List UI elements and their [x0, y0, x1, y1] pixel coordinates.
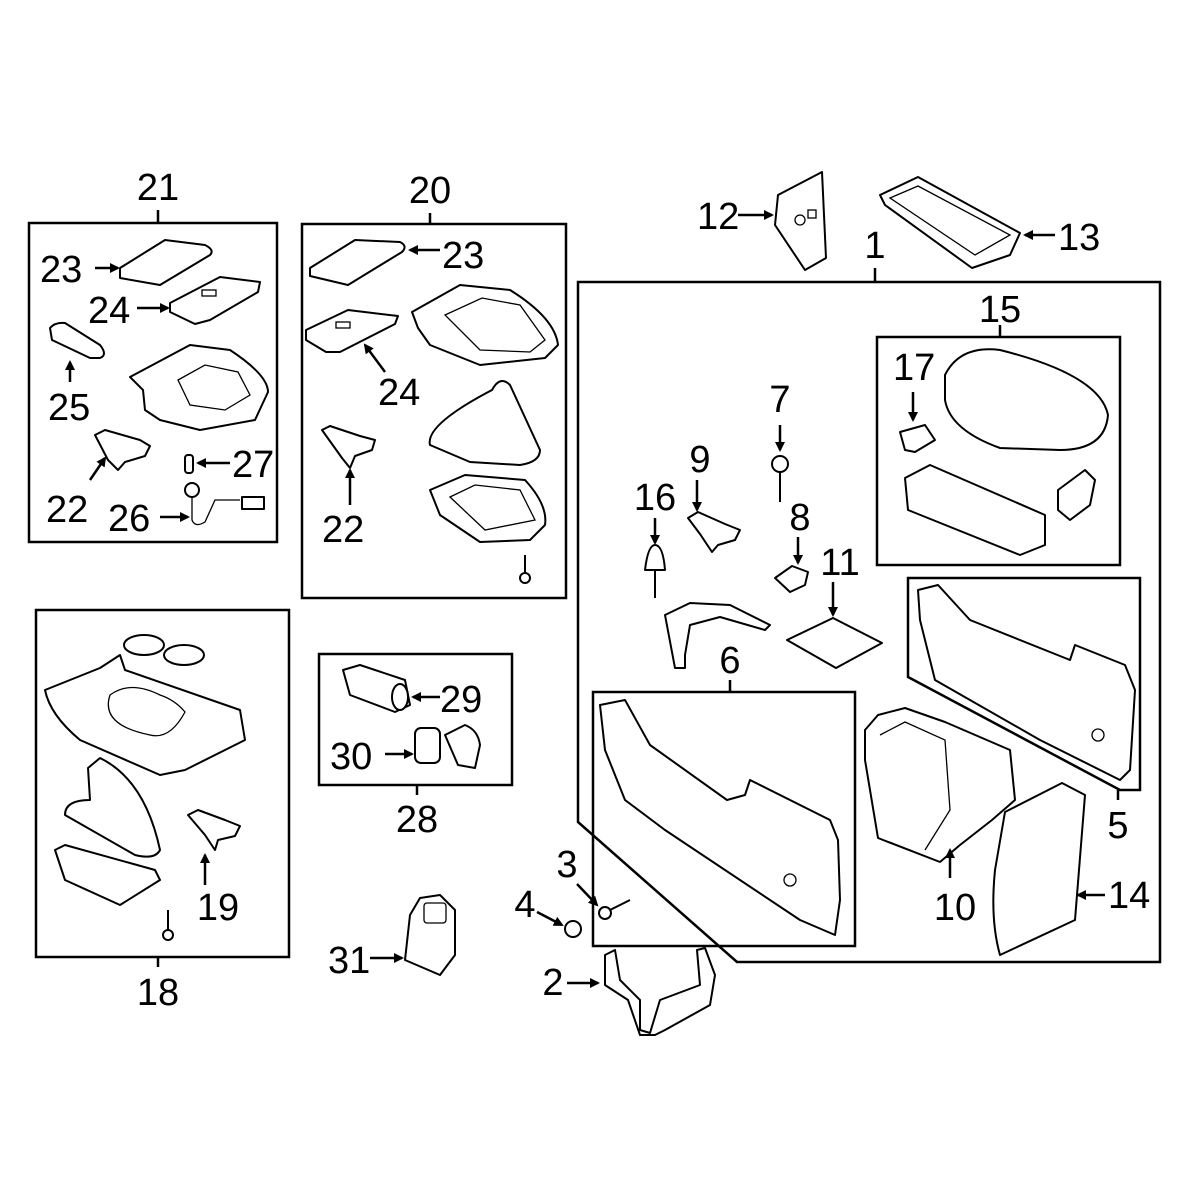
callout-26: 26	[108, 498, 150, 540]
group-1-box	[576, 280, 1162, 964]
part-13-tray	[879, 176, 1021, 269]
part-3-screw	[598, 906, 612, 920]
part-12-bracket	[774, 171, 827, 271]
part-hinge-bracket	[1057, 469, 1096, 521]
part-shift-boot	[428, 380, 541, 466]
callout-18: 18	[137, 972, 179, 1014]
callout-3: 3	[556, 844, 577, 886]
callout-29: 29	[440, 679, 482, 721]
callout-7: 7	[769, 379, 790, 421]
callout-11: 11	[820, 542, 859, 584]
part-22-clip	[94, 429, 151, 471]
group-21: 21 23 24 25 22 27 26	[27, 167, 279, 544]
group-20-box	[300, 222, 568, 600]
callout-22: 22	[46, 489, 88, 531]
callout-6: 6	[719, 640, 740, 682]
part-6-side-panel	[599, 699, 841, 936]
part-14-rear-panel	[992, 782, 1086, 956]
group-28-box	[317, 652, 514, 787]
part-25-trim	[49, 321, 105, 359]
callout-9: 9	[689, 439, 710, 481]
part-23-lid	[119, 239, 213, 286]
part-8-nut	[774, 565, 809, 593]
part-26-socket	[184, 482, 200, 498]
group-20: 20 23 24 22	[300, 170, 568, 600]
part-24-bezel	[169, 276, 261, 325]
group-28: 28 29 30	[317, 652, 514, 841]
part-19-clip	[187, 809, 241, 851]
callout-23b: 23	[442, 235, 484, 277]
part-22-clip-b	[321, 425, 376, 469]
callout-4: 4	[514, 884, 535, 926]
callout-21: 21	[137, 167, 179, 209]
callout-16: 16	[634, 477, 676, 519]
group-1: 1 15 17 7 9 16 8 11	[576, 225, 1162, 964]
callout-24b: 24	[378, 372, 420, 414]
callout-12: 12	[697, 196, 739, 238]
part-lower-trim	[54, 844, 161, 906]
part-23-lid-b	[309, 239, 406, 286]
cup-ring-1	[123, 634, 165, 656]
group-6-box	[591, 690, 857, 948]
part-26-connector	[241, 496, 265, 510]
part-24-bezel-b	[305, 309, 399, 353]
callout-14: 14	[1108, 875, 1150, 917]
callout-20: 20	[409, 170, 451, 212]
group-18: 18 19	[34, 608, 291, 1014]
part-console-bracket	[664, 602, 771, 669]
parts-12-13: 12 13	[697, 171, 1100, 271]
part-27-bulb	[184, 454, 194, 474]
callout-19: 19	[197, 887, 239, 929]
callout-31: 31	[328, 940, 370, 982]
part-31-group: 31	[328, 894, 456, 982]
callout-1: 1	[864, 225, 885, 267]
callout-22b: 22	[322, 509, 364, 551]
callout-8: 8	[789, 497, 810, 539]
group-15-box	[875, 335, 1122, 567]
callout-30: 30	[330, 736, 372, 778]
part-17-latch	[899, 424, 936, 453]
part-4-clip	[564, 920, 582, 938]
callout-13: 13	[1058, 217, 1100, 259]
part-shift-trim	[64, 757, 161, 858]
callout-2: 2	[542, 962, 563, 1004]
callout-23: 23	[40, 249, 82, 291]
part-7-screw	[771, 455, 789, 473]
part-16-bumper	[644, 544, 666, 571]
part-31-switch	[404, 894, 456, 976]
callout-10: 10	[934, 887, 976, 929]
part-11-mat	[786, 617, 883, 669]
part-shifter-bezel-b	[411, 284, 559, 366]
cup-ring-2	[163, 644, 205, 666]
part-30-outlet-housing	[414, 727, 441, 764]
part-5-side-panel	[917, 584, 1136, 781]
callout-15: 15	[979, 289, 1021, 331]
part-30-outlet-cover	[444, 724, 481, 769]
part-armrest-base	[904, 464, 1046, 556]
group-18-box	[34, 608, 291, 959]
group-5-box	[906, 576, 1142, 792]
callout-28: 28	[396, 799, 438, 841]
part-10-bin	[864, 707, 1016, 863]
group-21-box	[27, 221, 279, 544]
part-9-clip	[687, 511, 741, 553]
callout-17: 17	[893, 347, 935, 389]
callout-5: 5	[1107, 805, 1128, 847]
part-armrest	[944, 348, 1109, 451]
part-boot-retainer	[429, 474, 547, 543]
callout-24: 24	[88, 290, 130, 332]
part-2-bracket	[604, 947, 716, 1036]
parts-2-3-4: 3 4 2	[514, 844, 716, 1036]
part-cupholder-bezel	[44, 654, 246, 776]
callout-27: 27	[232, 444, 274, 486]
part-shifter-bezel	[129, 344, 269, 431]
callout-25: 25	[48, 387, 90, 429]
